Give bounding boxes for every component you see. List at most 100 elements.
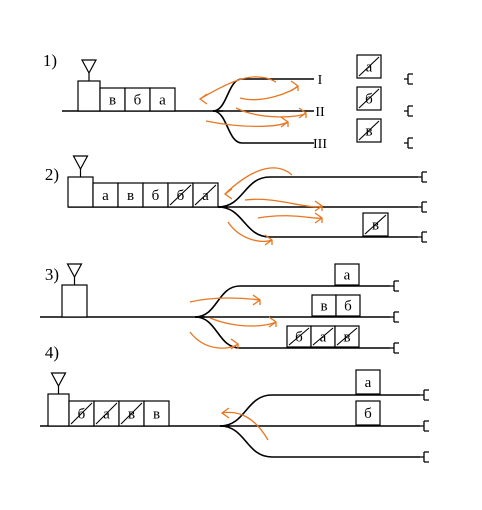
locomotive-body	[67, 176, 94, 208]
wagon: а	[93, 400, 120, 427]
wagon: б	[167, 182, 194, 208]
wagon: а	[356, 54, 382, 79]
buffer-stop-icon	[390, 342, 399, 354]
arrowhead	[264, 234, 273, 246]
buffer-stop-icon	[418, 201, 427, 213]
wagon: б	[68, 400, 95, 427]
wagon-label: б	[134, 93, 142, 109]
movement-arrow	[209, 317, 277, 327]
wagon-label: а	[366, 60, 373, 76]
wagon: в	[356, 118, 382, 143]
wagon-label: б	[295, 330, 303, 346]
locomotive	[77, 59, 101, 112]
wagon-box	[149, 87, 176, 112]
wagon-box	[355, 369, 381, 395]
step-number: 4)	[45, 343, 59, 362]
movement-arrow	[257, 215, 323, 219]
wagon: а	[355, 369, 381, 395]
wagon: б	[124, 87, 151, 112]
wagon-label: в	[153, 407, 160, 423]
wagon-label: б	[152, 188, 160, 204]
wagon: б	[335, 294, 361, 317]
wagon: в	[99, 87, 126, 112]
wagon-label: в	[343, 330, 350, 346]
arrowhead	[314, 200, 323, 212]
crossed-mark	[95, 402, 118, 425]
locomotive	[47, 372, 70, 427]
wagon-label: б	[177, 188, 185, 204]
wagon-label: в	[365, 124, 372, 140]
wagon-label: а	[344, 268, 351, 284]
arrowhead	[290, 80, 299, 92]
buffer-stop-icon	[404, 105, 413, 117]
arrowhead	[280, 116, 289, 128]
arrowhead	[298, 107, 307, 119]
wagon: в	[143, 400, 170, 427]
siding-track-1	[194, 285, 390, 318]
step-number: 3)	[45, 265, 59, 284]
arrowhead	[223, 188, 233, 200]
wagon: а	[334, 263, 360, 286]
siding-track-3	[212, 110, 314, 144]
buffer-stop-icon	[420, 420, 429, 432]
wagon-label: б	[364, 406, 372, 422]
buffer-stop-icon	[404, 73, 413, 85]
buffer-stop-icon	[390, 311, 399, 323]
wagon-label: а	[365, 375, 372, 391]
track-label-2: II	[315, 105, 325, 120]
wagon-label: б	[78, 407, 86, 423]
wagon-label: а	[159, 93, 166, 109]
arrowhead	[268, 316, 277, 328]
locomotive-body	[77, 80, 101, 112]
crossed-mark	[169, 184, 192, 206]
crossed-mark	[364, 214, 387, 235]
crossed-mark	[358, 120, 380, 141]
triangle-down-icon	[80, 59, 98, 75]
crossed-mark	[358, 88, 380, 109]
wagon: в	[334, 325, 360, 348]
locomotive-body	[47, 393, 70, 427]
crossed-mark	[358, 56, 380, 77]
movement-arrow	[199, 76, 277, 100]
movement-arrow	[221, 411, 269, 441]
locomotive	[61, 263, 88, 318]
wagon-label: б	[344, 299, 352, 315]
crossed-mark	[336, 327, 358, 346]
wagon: в	[118, 400, 145, 427]
crossed-mark	[70, 402, 93, 425]
locomotive-body	[61, 284, 88, 318]
crossed-mark	[194, 184, 217, 206]
wagon: а	[92, 182, 119, 208]
siding-track-3	[194, 316, 390, 349]
step-number: 1)	[43, 51, 57, 70]
movement-arrow	[239, 85, 299, 101]
wagon: а	[310, 325, 336, 348]
movement-arrow	[224, 167, 293, 195]
triangle-down-icon	[72, 155, 89, 171]
movement-arrow	[235, 107, 307, 118]
wagon: б	[355, 400, 381, 426]
wagon: а	[149, 87, 176, 112]
buffer-stop-icon	[418, 171, 427, 183]
wagon: б	[286, 325, 312, 348]
track-label-1: I	[318, 73, 323, 88]
wagon: б	[142, 182, 169, 208]
wagon-label: в	[320, 299, 327, 315]
wagon: в	[362, 212, 389, 237]
triangle-down-icon	[66, 263, 83, 279]
wagon-label: а	[103, 407, 110, 423]
movement-arrow	[189, 297, 261, 303]
wagon-box	[143, 400, 170, 427]
wagon-box	[334, 263, 360, 286]
movement-arrow	[205, 120, 289, 128]
wagon-label: а	[102, 188, 109, 204]
wagon-label: б	[365, 92, 373, 108]
siding-track-1	[217, 176, 418, 208]
wagon-box	[355, 400, 381, 426]
step-number: 2)	[45, 165, 59, 184]
wagon-label: в	[127, 188, 134, 204]
